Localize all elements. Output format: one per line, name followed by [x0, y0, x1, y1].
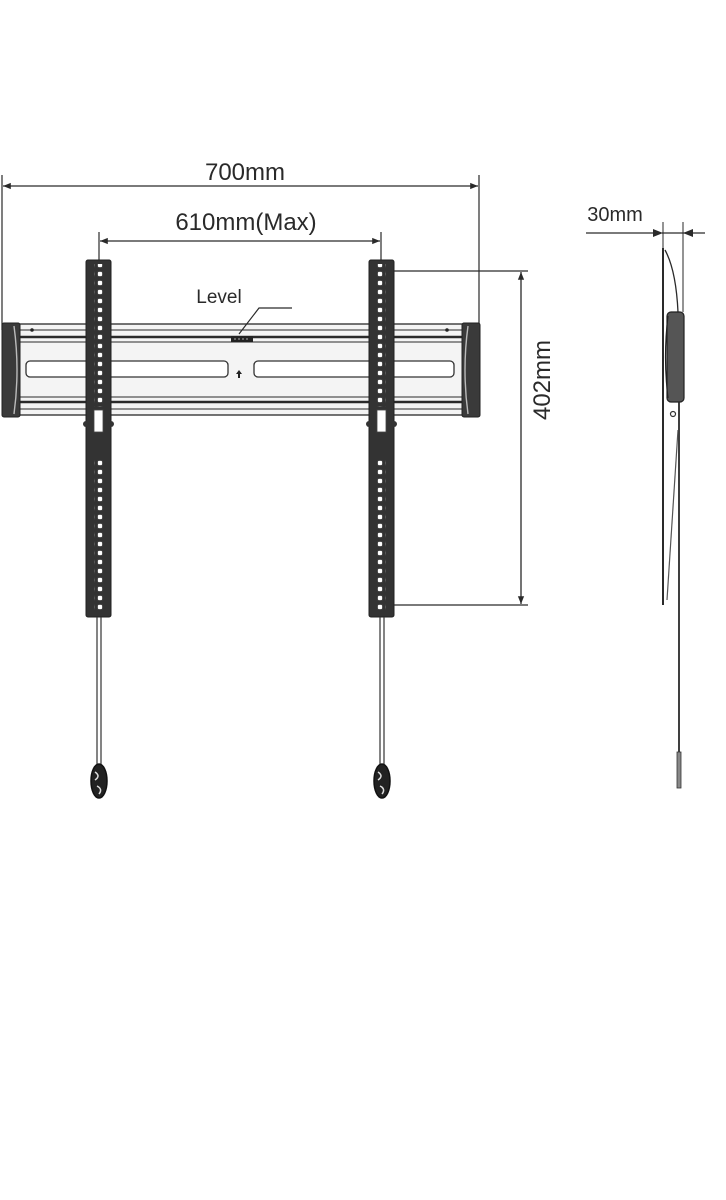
overall-width-label: 700mm: [205, 159, 285, 186]
left-vertical-arm: [83, 259, 114, 799]
max-width-label: 610mm(Max): [175, 209, 316, 236]
right-vertical-arm: [366, 259, 397, 799]
depth-label: 30mm: [587, 204, 643, 226]
max-width-dimension: 610mm(Max): [98, 209, 382, 262]
level-indicator: Level: [196, 287, 292, 342]
overall-width-dimension: 700mm: [1, 159, 480, 330]
level-label: Level: [196, 287, 241, 308]
arm-height-dimension: 402mm: [394, 270, 556, 606]
arm-height-label: 402mm: [529, 340, 556, 420]
side-view: 30mm: [586, 204, 705, 789]
